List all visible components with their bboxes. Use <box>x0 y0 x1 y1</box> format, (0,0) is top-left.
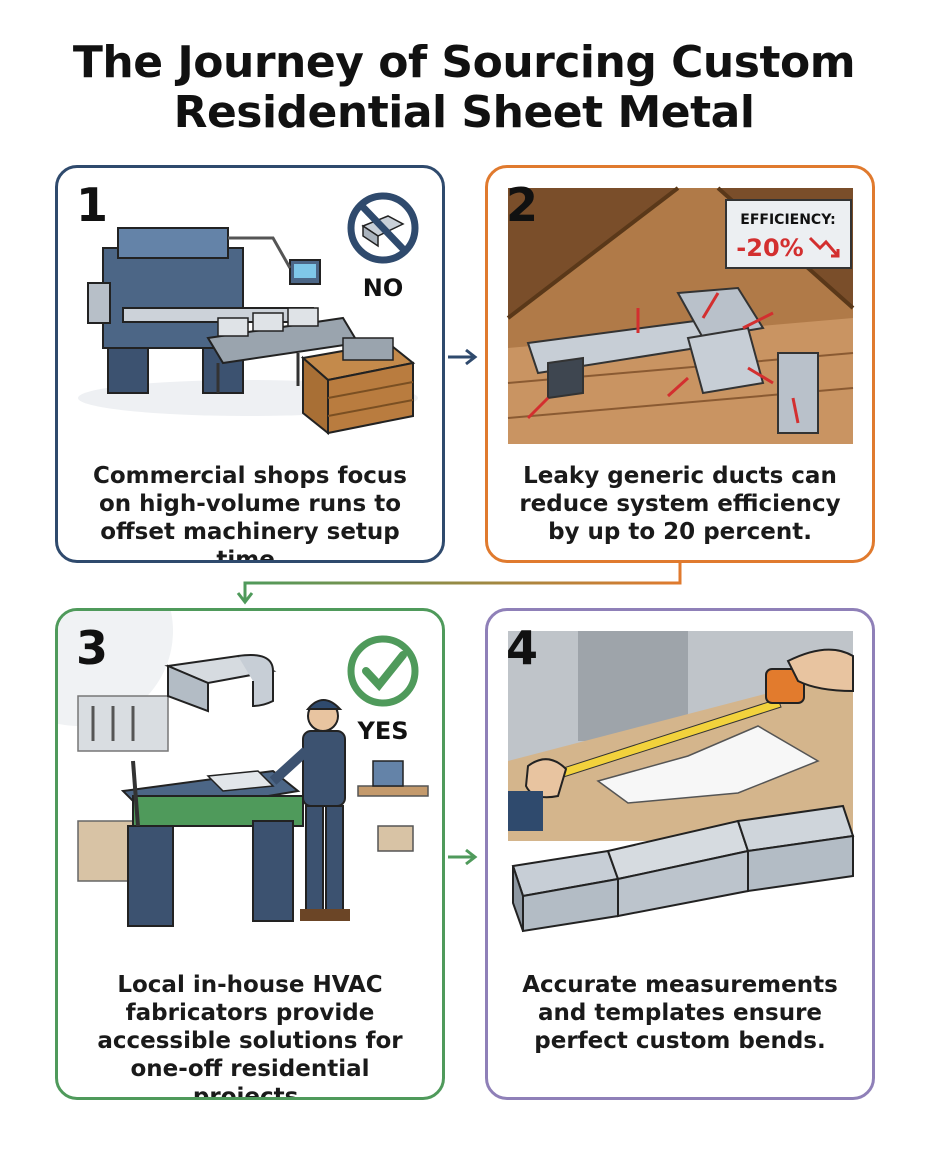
leak-arrows <box>526 292 800 424</box>
step-1-panel: 1 NO Commercial shop <box>55 165 445 563</box>
arrow-1-to-2 <box>448 348 478 366</box>
arrow-3-to-4 <box>448 848 478 866</box>
step-1-caption: Commercial shops focus on high-volume ru… <box>92 463 407 563</box>
step-2-panel: 2 EFFICIENCY: -20% <box>485 165 875 563</box>
efficiency-value: -20% <box>736 234 803 262</box>
check-circle-icon <box>347 635 419 707</box>
step-3-number: 3 <box>76 621 109 675</box>
page-title-line-1: The Journey of Sourcing Custom <box>72 37 856 88</box>
page-title: The Journey of Sourcing Custom Residenti… <box>0 38 928 138</box>
press-brake-illustration: NO <box>78 192 419 436</box>
step-2-caption: Leaky generic ducts can reduce system ef… <box>519 463 841 545</box>
trend-down-icon <box>808 236 840 257</box>
efficiency-sign: EFFICIENCY: -20% <box>725 199 852 269</box>
prohibited-duct-icon <box>347 192 419 264</box>
arrow-2-to-3 <box>236 563 682 605</box>
step-4-caption: Accurate measurements and templates ensu… <box>522 972 838 1054</box>
step-4-panel: 4 Accurate measurements and templates en… <box>485 608 875 1100</box>
page-title-line-2: Residential Sheet Metal <box>173 87 755 138</box>
no-badge: NO <box>363 274 404 302</box>
step-4-number: 4 <box>506 621 539 675</box>
step-3-caption: Local in-house HVAC fabricators provide … <box>97 972 403 1100</box>
step-1-number: 1 <box>76 178 109 232</box>
local-fabricator-illustration: YES <box>58 611 429 927</box>
step-3-panel: 3 YES Loc <box>55 608 445 1100</box>
attic-duct-illustration: EFFICIENCY: -20% <box>506 186 855 444</box>
step-2-number: 2 <box>506 178 539 232</box>
measuring-template-illustration <box>508 631 855 933</box>
yes-badge: YES <box>356 717 408 745</box>
efficiency-label: EFFICIENCY: <box>740 212 835 228</box>
